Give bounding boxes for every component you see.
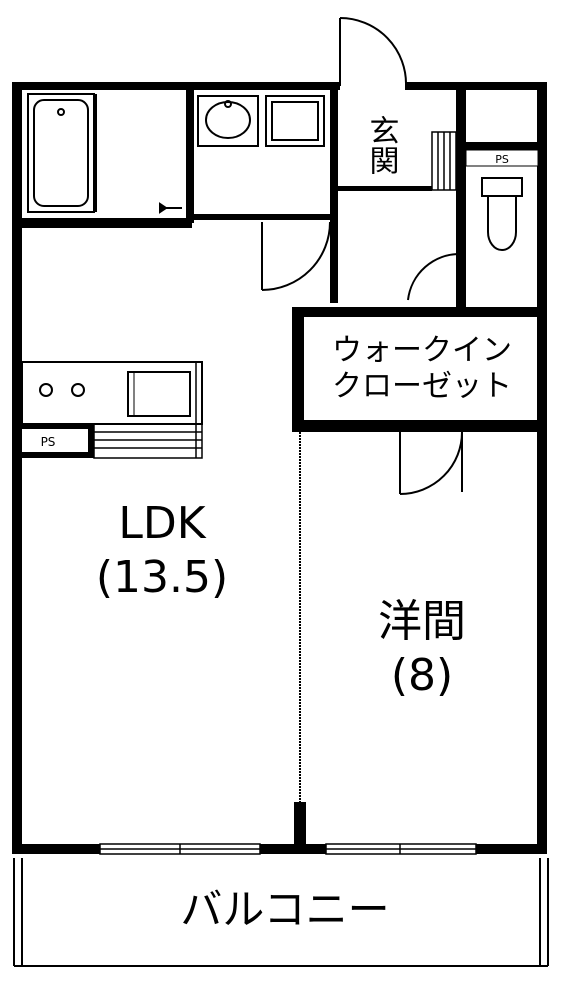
outer-walls	[12, 82, 547, 854]
toilet-door	[407, 252, 461, 301]
kitchen-cabinet	[93, 362, 203, 459]
balcony-outline	[13, 858, 549, 967]
western-room-label: 洋間	[378, 596, 466, 647]
washroom-door	[261, 221, 331, 291]
wic-label-line2: クローゼット	[332, 369, 512, 404]
entrance-label: 玄関	[364, 115, 399, 175]
ldk-size: (13.5)	[96, 552, 228, 603]
ldk-label: LDK	[118, 498, 206, 549]
ps-toilet: PS	[465, 149, 539, 167]
washbasin	[197, 95, 259, 147]
toilet	[481, 177, 523, 251]
western-room-door	[399, 431, 463, 495]
balcony-label: バルコニー	[180, 885, 389, 934]
wic-label-line1: ウォークイン	[332, 333, 512, 368]
bathtub	[27, 93, 182, 214]
shoe-cabinet	[431, 131, 457, 191]
western-room-size: (8)	[391, 650, 453, 701]
svg-text:PS: PS	[41, 435, 56, 449]
kitchen-counter	[21, 361, 203, 425]
ldk-window	[99, 843, 261, 855]
interior-walls	[12, 88, 547, 852]
ps-kitchen: PS	[41, 435, 56, 449]
washing-machine-space	[265, 95, 325, 147]
entrance-door	[339, 17, 408, 87]
svg-text:PS: PS	[495, 153, 509, 166]
western-window	[325, 843, 477, 855]
